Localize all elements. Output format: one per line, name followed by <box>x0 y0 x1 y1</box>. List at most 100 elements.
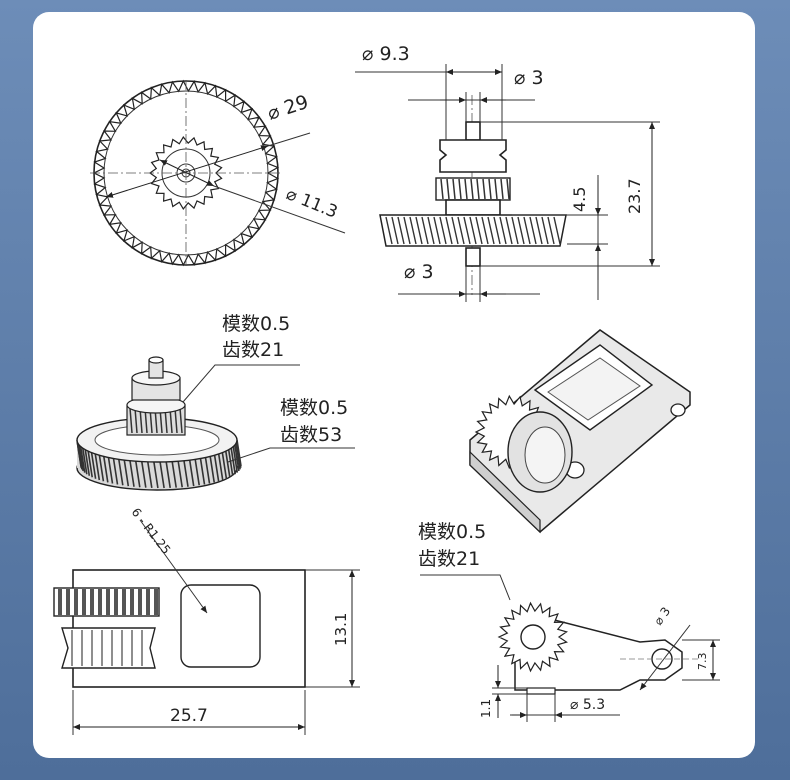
gear3d-tooth <box>84 449 91 476</box>
gear3d-tooth <box>234 444 240 472</box>
bracket-front-view: 6 - R1.25 25.7 13.1 <box>53 505 360 735</box>
pinion-side <box>435 177 511 201</box>
gear-side-rib <box>391 216 399 245</box>
bracket-window <box>180 584 261 668</box>
dim-pinion-height: 4.5 <box>570 187 589 212</box>
gear-side-rib <box>475 216 483 245</box>
pinion3d-tooth <box>179 407 183 434</box>
gear-side-rib <box>535 216 543 245</box>
gear-side-rib <box>445 216 453 245</box>
gear-side-rib <box>439 216 447 245</box>
pinion-side-rib <box>446 178 450 200</box>
bracket3d-pulley-groove <box>524 426 566 484</box>
pinion-side-rib <box>476 178 480 200</box>
label-side-module: 模数0.5 <box>418 521 486 543</box>
gear3d-tooth <box>135 461 141 488</box>
gear-side-rib <box>517 216 525 245</box>
gear3d-tooth <box>236 439 242 467</box>
gear-side-rib <box>415 216 423 245</box>
gear3d-tooth <box>87 451 93 478</box>
gear3d-tooth <box>79 446 86 473</box>
front-gear-rib <box>66 589 70 615</box>
front-gear-rib <box>130 589 134 615</box>
bracket-3d-view <box>469 329 691 534</box>
leader-radius <box>139 519 208 614</box>
gear3d-tooth <box>153 461 159 489</box>
label-side-teeth: 齿数21 <box>418 548 480 570</box>
pinion3d-tooth <box>129 407 133 434</box>
pinion-side-rib <box>452 178 456 200</box>
gear-side-rib <box>403 216 411 245</box>
gear-side-rib <box>529 216 537 245</box>
bracket-side-view: 模数0.5 齿数21 ⌀ 3 7.3 1.1 ⌀ 5.3 <box>418 521 720 722</box>
gear3d-tooth <box>82 448 88 475</box>
pinion-side-rib <box>488 178 492 200</box>
front-gear-rib <box>154 589 158 615</box>
gear3d-tooth <box>194 459 200 486</box>
gear-side-rib <box>433 216 441 245</box>
gear3d-tooth <box>204 457 211 484</box>
gear3d-tooth <box>141 461 147 488</box>
gear-side-rib <box>463 216 471 245</box>
gear-side-rib <box>385 216 393 245</box>
label-gear-teeth: 齿数53 <box>280 424 342 446</box>
leader-pinion <box>182 364 300 403</box>
front-gear-rib <box>58 589 62 615</box>
gear-side-rib <box>421 216 429 245</box>
dim-base-height: 1.1 <box>479 699 493 718</box>
front-gear-rib <box>74 589 78 615</box>
gear3d-tooth <box>107 457 114 484</box>
leader-side-gear <box>420 574 511 601</box>
gear3d-tooth <box>227 449 234 476</box>
hub <box>445 199 501 216</box>
dim-hole-dia: ⌀ 3 <box>651 604 673 627</box>
gear-side-view: ⌀ 9.3 ⌀ 3 ⌀ 3 4.5 23.7 <box>355 43 660 302</box>
gear3d-tooth <box>213 455 220 482</box>
front-gear-rib <box>122 589 126 615</box>
gear3d-tooth <box>225 451 231 478</box>
pinion-side-rib <box>464 178 468 200</box>
gear-side-rib <box>457 216 465 245</box>
gear3d-tooth <box>118 459 124 486</box>
leader-gear <box>227 447 355 463</box>
gear-side-rib <box>523 216 531 245</box>
bracket3d-window-inner <box>547 357 641 421</box>
pinion-side-rib <box>506 178 510 200</box>
gear3d-tooth <box>235 443 241 470</box>
side-gear-hole <box>520 624 546 650</box>
gear-side-rib <box>493 216 501 245</box>
dim-width: 25.7 <box>170 706 208 726</box>
pinion-side-rib <box>470 178 474 200</box>
front-gear-rib <box>82 589 86 615</box>
leader-inner <box>213 185 346 234</box>
gear-side-rib <box>511 216 519 245</box>
gear3d-tooth <box>199 458 206 485</box>
top-shaft <box>465 121 481 141</box>
label-pinion-teeth: 齿数21 <box>222 339 284 361</box>
gear-side <box>379 214 567 247</box>
pinion-side-rib <box>494 178 498 200</box>
gear-top-view: ⌀ 29 ⌀ 11.3 <box>90 79 346 267</box>
dim-side-height: 7.3 <box>696 653 709 671</box>
gear3d-tooth <box>90 452 97 479</box>
pinion-side-rib <box>500 178 504 200</box>
pinion3d-tooth <box>174 407 178 434</box>
front-gear-rib <box>138 589 142 615</box>
gear3d-tooth <box>230 448 236 475</box>
gear-3d-view: 模数0.5 齿数21 模数0.5 齿数53 <box>76 313 355 491</box>
front-gear-rib <box>106 589 110 615</box>
front-gear-rib <box>146 589 150 615</box>
gear-side-rib <box>547 216 555 245</box>
gear-side-rib <box>469 216 477 245</box>
gear3d-tooth <box>103 456 109 483</box>
gear-side-rib <box>427 216 435 245</box>
front-pulley-ribs <box>71 630 143 666</box>
gear3d-tooth <box>123 459 130 487</box>
dim-base-dia: ⌀ 5.3 <box>570 697 605 713</box>
gear-side-rib <box>505 216 513 245</box>
dim-total-height: 23.7 <box>625 178 644 214</box>
gear3d-tooth <box>221 452 228 479</box>
gear-side-rib <box>451 216 459 245</box>
gear3d-tooth <box>183 460 189 487</box>
